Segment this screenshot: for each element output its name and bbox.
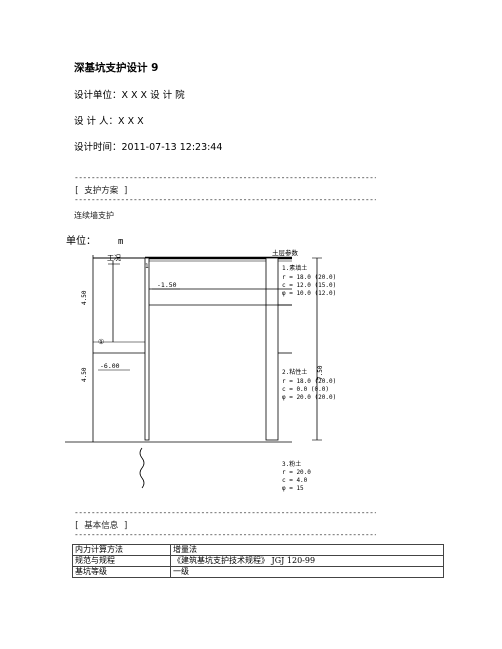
table-row: 基坑等级 一级 (72, 566, 444, 578)
section-heading-basic-info: [ 基本信息 ] (74, 521, 129, 531)
wall-top-mark: 1 (145, 263, 149, 270)
design-unit-line: 设计单位：X X X 设 计 院 (74, 90, 185, 101)
document-title: 深基坑支护设计 9 (74, 62, 159, 74)
table-key: 规范与规程 (72, 555, 171, 567)
unit-value: m (118, 237, 123, 247)
table-value: 一级 (170, 566, 444, 578)
level-label-6-00: -6.00 (100, 362, 120, 370)
design-time-line: 设计时间：2011-07-13 12:23:44 (74, 142, 223, 153)
level-label-1-50: -1.50 (157, 281, 177, 289)
table-row: 规范与规程 《建筑基坑支护技术规程》 JGJ 120-99 (72, 555, 444, 567)
left-dim-top: 4.50 (81, 290, 88, 305)
table-value: 增量法 (170, 544, 444, 556)
divider-line: ----------------------------------------… (74, 196, 376, 204)
layer3-name: 3.粉土 (282, 460, 301, 468)
scheme-type-text: 连续墙支护 (74, 211, 114, 220)
layer3-line2: c = 4.0 (282, 477, 308, 484)
layer2-name: 2.粘性土 (282, 368, 307, 376)
left-dim-bottom: 4.50 (81, 367, 88, 382)
work-condition-number: ① (98, 338, 104, 346)
basic-info-table: 内力计算方法 增量法 规范与规程 《建筑基坑支护技术规程》 JGJ 120-99… (72, 544, 444, 578)
right-column (265, 257, 279, 441)
table-value: 《建筑基坑支护技术规程》 JGJ 120-99 (170, 555, 444, 567)
table-key: 内力计算方法 (72, 544, 171, 556)
layer1-line3: φ = 10.0 (12.0) (282, 290, 336, 297)
layer3-line3: φ = 15 (282, 485, 304, 492)
retaining-wall-diagram: 单位： m 工况 4.50 4.50 1 -1.50 ① -6.00 7.50 … (65, 234, 336, 492)
unit-label: 单位： (66, 234, 96, 247)
section-heading-scheme: [ 支护方案 ] (74, 186, 129, 196)
layer3-line1: r = 20.0 (282, 469, 311, 476)
right-dim: 7.50 (317, 365, 324, 380)
divider-line: ----------------------------------------… (74, 509, 376, 517)
layer2-line2: c = 0.0 (0.0) (282, 386, 329, 393)
table-row: 内力计算方法 增量法 (72, 544, 444, 556)
retaining-wall (144, 257, 150, 441)
break-mark-icon (139, 447, 145, 489)
divider-line: ----------------------------------------… (74, 531, 376, 539)
layer1-line2: c = 12.0 (15.0) (282, 282, 336, 289)
layer2-line1: r = 18.0 (20.0) (282, 378, 336, 385)
layer1-line1: r = 18.0 (20.0) (282, 274, 336, 281)
soil-params-title: 土层参数 (272, 248, 299, 257)
divider-line: ----------------------------------------… (74, 174, 376, 182)
table-key: 基坑等级 (72, 566, 171, 578)
layer1-name: 1.素填土 (282, 264, 307, 272)
designer-line: 设 计 人：X X X (74, 116, 144, 127)
layer2-line3: φ = 20.0 (20.0) (282, 394, 336, 401)
